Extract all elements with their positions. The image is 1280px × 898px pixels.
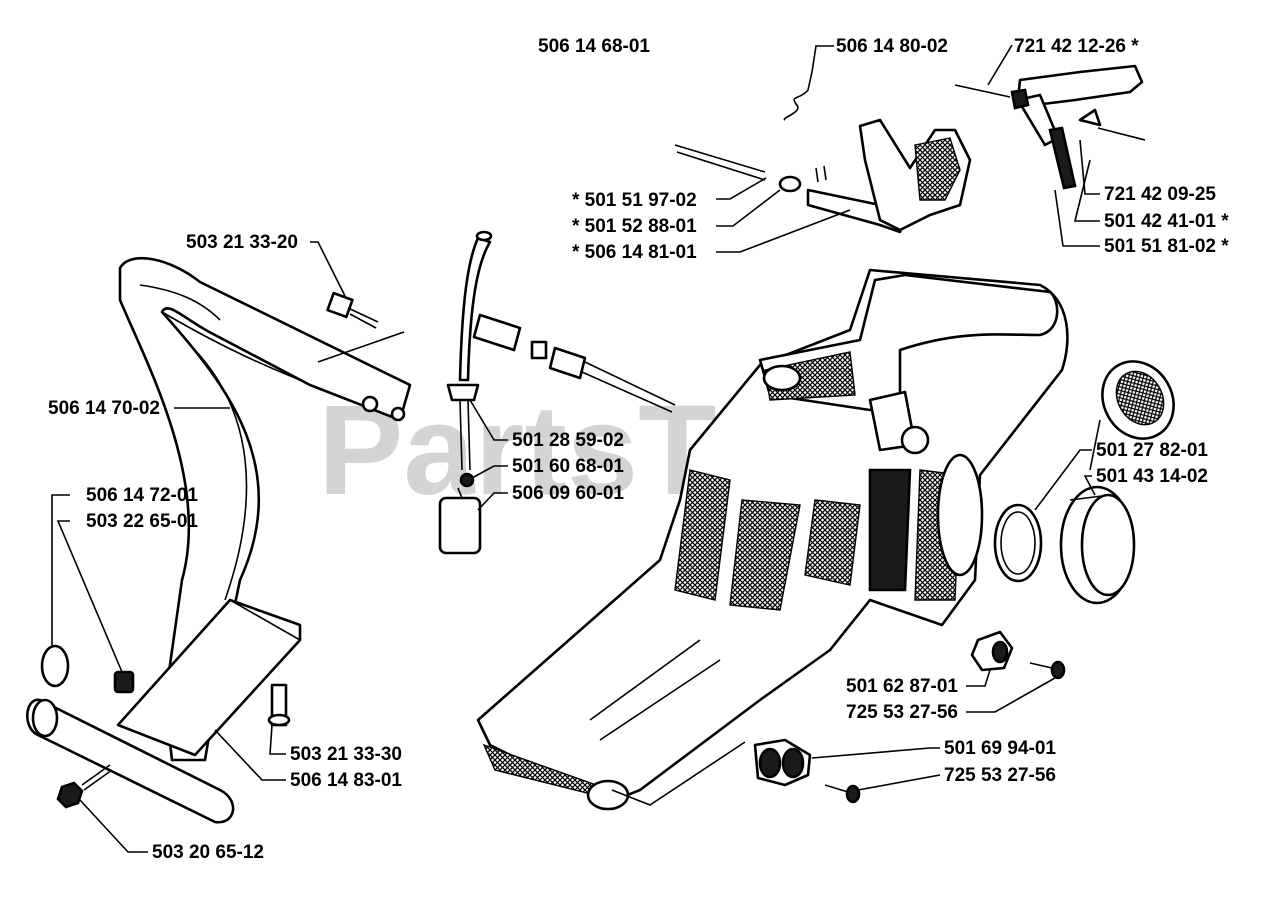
label-506-09-60-01: 506 09 60-01 [512, 483, 624, 504]
fuel-hose-assembly [438, 230, 493, 555]
label-503-22-65-01: 503 22 65-01 [86, 511, 198, 532]
label-721-42-12-26: 721 42 12-26 * [1014, 36, 1139, 57]
handle-mount-bracket [26, 598, 302, 824]
label-725-53-27-56-b: 725 53 27-56 [944, 765, 1056, 786]
label-501-52-88-01: * 501 52 88-01 [572, 216, 697, 237]
label-501-69-94-01: 501 69 94-01 [944, 738, 1056, 759]
label-501-62-87-01: 501 62 87-01 [846, 676, 958, 697]
label-501-42-41-01: 501 42 41-01 * [1104, 211, 1229, 232]
screw-503-20-65-12 [56, 764, 113, 809]
label-506-14-83-01: 506 14 83-01 [290, 770, 402, 791]
label-501-60-68-01: 501 60 68-01 [512, 456, 624, 477]
screw-725-53-27-56-a [1029, 660, 1066, 680]
label-721-42-09-25: 721 42 09-25 [1104, 184, 1216, 205]
label-501-27-82-01: 501 27 82-01 [1096, 440, 1208, 461]
label-506-14-70-02: 506 14 70-02 [48, 398, 160, 419]
nut-503-22-65-01 [113, 670, 135, 694]
label-503-21-33-20: 503 21 33-20 [186, 232, 298, 253]
av-buffer-501-69-94-01 [753, 738, 812, 787]
oil-cap-top [1089, 360, 1175, 471]
label-501-43-14-02: 501 43 14-02 [1096, 466, 1208, 487]
throttle-trigger-group [674, 118, 972, 234]
screw-725-53-27-56-b [824, 784, 861, 804]
main-housing [476, 268, 1069, 811]
label-501-51-97-02: * 501 51 97-02 [572, 190, 697, 211]
oring-501-27-82-01 [993, 503, 1043, 583]
fuel-cap-501-43-14-02 [1059, 485, 1136, 605]
throttle-lock-group [954, 64, 1146, 190]
label-501-28-59-02: 501 28 59-02 [512, 430, 624, 451]
front-handle-bar [118, 256, 412, 762]
av-buffer-501-62-87-01 [970, 630, 1014, 672]
fuel-pickup-tube [472, 313, 676, 413]
label-503-20-65-12: 503 20 65-12 [152, 842, 264, 863]
label-506-14-80-02: 506 14 80-02 [836, 36, 948, 57]
label-501-51-81-02: 501 51 81-02 * [1104, 236, 1229, 257]
leader-lines [51, 44, 1100, 853]
spring-506-14-80-02 [783, 71, 813, 121]
label-506-14-81-01: * 506 14 81-01 [572, 242, 697, 263]
screw-503-21-33-30 [267, 683, 291, 727]
part-labels: 506 14 68-01 506 14 80-02 721 42 12-26 *… [48, 36, 1229, 863]
label-506-14-72-01: 506 14 72-01 [86, 485, 198, 506]
label-503-21-33-30: 503 21 33-30 [290, 744, 402, 765]
plug-506-14-72-01 [40, 644, 70, 688]
label-506-14-68-01: 506 14 68-01 [538, 36, 650, 57]
screw-503-21-33-20 [326, 291, 379, 329]
label-725-53-27-56-a: 725 53 27-56 [846, 702, 958, 723]
